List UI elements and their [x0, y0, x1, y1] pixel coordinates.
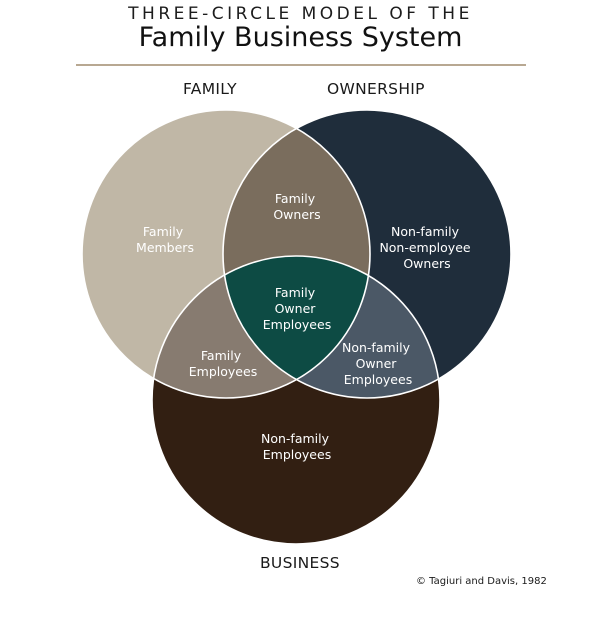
nonfamily-employees-label: Non-family Employees: [261, 431, 333, 462]
nonfamily-owner-employees-label: Non-family Owner Employees: [342, 340, 414, 387]
business-set-label: BUSINESS: [260, 554, 340, 572]
diagram-supertitle: THREE-CIRCLE MODEL OF THE: [128, 4, 473, 24]
title-divider: [76, 64, 526, 66]
ownership-set-label: OWNERSHIP: [327, 80, 425, 98]
family-members-label: Family Members: [136, 224, 194, 255]
family-set-label: FAMILY: [183, 80, 237, 98]
diagram-title: Family Business System: [138, 22, 463, 53]
nonfamily-nonemployee-owners-label: Non-family Non-employee Owners: [379, 224, 474, 271]
copyright-credit: © Tagiuri and Davis, 1982: [416, 576, 547, 587]
family-owners-label: Family Owners: [273, 191, 320, 222]
circle-outlines: [81, 109, 512, 545]
family-owner-employees-label: Family Owner Employees: [263, 285, 331, 332]
family-employees-label: Family Employees: [189, 348, 257, 379]
